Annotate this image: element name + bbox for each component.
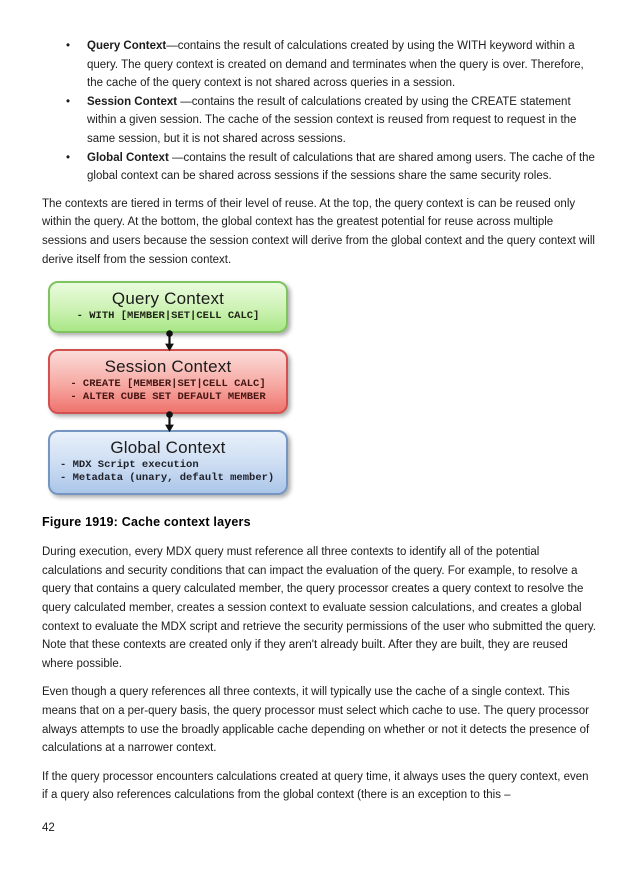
arrow-down-icon [164,329,174,351]
bullet-text: —contains the result of calculations cre… [87,40,584,90]
query-context-box: Query Context - WITH [MEMBER|SET|CELL CA… [48,281,288,333]
bullet-list: • Query Context—contains the result of c… [42,37,596,186]
code-line: - ALTER CUBE SET DEFAULT MEMBER [70,391,266,404]
bullet-term: Query Context [87,40,167,52]
code-line: - WITH [MEMBER|SET|CELL CALC] [76,310,260,323]
box-title: Session Context [104,356,232,376]
connector-arrow-down [48,329,290,351]
list-item: • Global Context —contains the result of… [42,149,596,186]
paragraph-during-execution: During execution, every MDX query must r… [42,546,596,670]
code-line: - Metadata (unary, default member) [60,472,275,485]
bullet-icon: • [66,151,71,164]
list-item: • Session Context —contains the result o… [42,93,596,149]
box-title: Query Context [111,289,225,309]
box-code-lines: - MDX Script execution - Metadata (unary… [56,459,280,486]
code-line: - CREATE [MEMBER|SET|CELL CALC] [70,377,266,390]
box-code-lines: - CREATE [MEMBER|SET|CELL CALC] - ALTER … [56,378,280,405]
code-line: - MDX Script execution [60,458,199,471]
box-title: Global Context [110,437,226,457]
bullet-text: —contains the result of calculations cre… [87,95,577,145]
bullet-text: —contains the result of calculations tha… [87,151,595,183]
session-context-box: Session Context - CREATE [MEMBER|SET|CEL… [48,348,288,414]
cache-context-diagram: Query Context - WITH [MEMBER|SET|CELL CA… [48,281,290,495]
list-item: • Query Context—contains the result of c… [42,37,596,93]
arrow-down-icon [164,410,174,432]
paragraph-if-query-processor: If the query processor encounters calcul… [42,770,589,802]
bullet-term: Session Context [87,95,178,108]
paragraph-contexts-tiered: The contexts are tiered in terms of thei… [42,197,595,266]
paragraph-even-though: Even though a query references all three… [42,686,590,755]
box-code-lines: - WITH [MEMBER|SET|CELL CALC] [56,310,280,324]
connector-arrow-down [48,410,290,432]
global-context-box: Global Context - MDX Script execution - … [48,429,288,495]
bullet-term: Global Context [87,151,169,164]
figure-caption: Figure 1919: Cache context layers [42,514,251,529]
bullet-icon: • [66,40,71,52]
page-number: 42 [42,821,55,834]
bullet-icon: • [66,95,71,108]
